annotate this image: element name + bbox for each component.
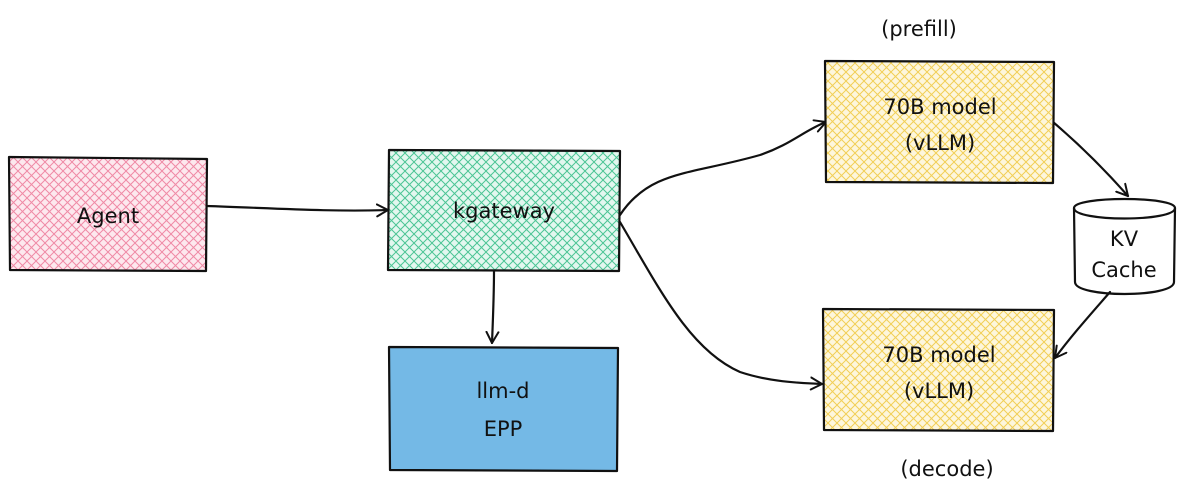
- node-decode-line-1: 70B model: [882, 343, 995, 367]
- node-agent: Agent: [7, 155, 209, 273]
- edge-kv-cache-to-decode: [1053, 290, 1112, 360]
- edge-agent-to-kgateway: [204, 203, 390, 218]
- node-kv-cache-line-2: Cache: [1091, 258, 1156, 282]
- node-kgateway: kgateway: [386, 148, 622, 273]
- node-epp: llm-d EPP: [387, 345, 620, 473]
- node-agent-label: Agent: [77, 204, 139, 228]
- node-epp-line-1: llm-d: [476, 379, 529, 403]
- decode-caption: (decode): [900, 457, 993, 481]
- edge-prefill-to-kv-cache: [1051, 120, 1130, 198]
- prefill-caption: (prefill): [881, 17, 957, 41]
- node-epp-box: [389, 347, 618, 470]
- node-decode-model: 70B model (vLLM): [821, 307, 1056, 433]
- node-kv-cache-line-1: KV: [1110, 227, 1139, 251]
- node-prefill-line-2: (vLLM): [905, 131, 975, 155]
- kv-cache-cylinder-icon: [1072, 197, 1177, 296]
- node-prefill-line-1: 70B model: [883, 95, 996, 119]
- node-agent-box: [10, 158, 206, 270]
- edge-kgateway-to-decode: [618, 220, 824, 391]
- node-prefill-box: [825, 62, 1054, 183]
- node-kv-cache: KV Cache: [1072, 197, 1177, 296]
- node-epp-line-2: EPP: [484, 417, 523, 441]
- node-decode-box: [823, 309, 1054, 430]
- node-kgateway-box: [389, 151, 619, 270]
- node-kgateway-label: kgateway: [453, 199, 555, 223]
- edge-kgateway-to-epp: [485, 269, 500, 345]
- edge-kgateway-to-prefill: [618, 119, 828, 217]
- node-prefill-model: 70B model (vLLM): [823, 59, 1056, 185]
- node-decode-line-2: (vLLM): [904, 379, 974, 403]
